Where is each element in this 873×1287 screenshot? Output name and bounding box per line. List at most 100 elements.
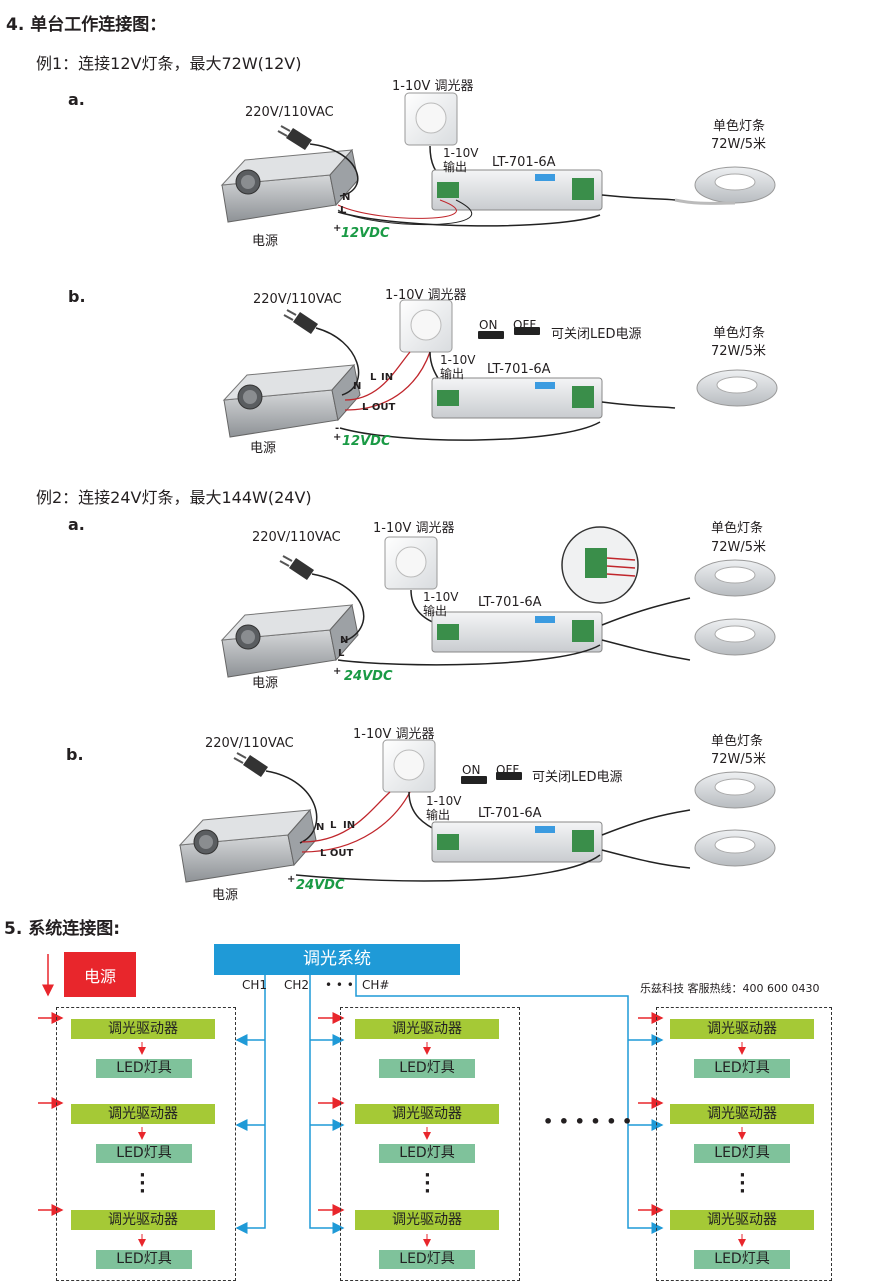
dimming-system-box: 调光系统 — [214, 944, 460, 975]
strip-label-1: 单色灯条 — [711, 734, 764, 749]
switch-note: 可关闭LED电源 — [551, 327, 642, 342]
driver-group — [656, 1007, 832, 1281]
controller-image — [431, 821, 603, 863]
led-strip-image — [696, 369, 778, 407]
vertical-ellipsis: ··· — [139, 1165, 146, 1202]
output-label-2: 输出 — [423, 604, 448, 618]
controller-image — [431, 377, 603, 419]
wire-l: L — [338, 648, 345, 659]
wire-l: L — [370, 372, 377, 383]
model-label: LT-701-6A — [478, 806, 542, 821]
dimming-driver: 调光驱动器 — [670, 1104, 814, 1124]
channel-dots: • • • — [325, 978, 354, 992]
psu-label: 电源 — [252, 234, 279, 249]
ac-label: 220V/110VAC — [253, 292, 342, 307]
led-lamp: LED灯具 — [379, 1144, 475, 1163]
horizontal-ellipsis: • • • • • • — [543, 1112, 633, 1131]
strip-label-1: 单色灯条 — [711, 521, 764, 536]
dc-voltage-label: 24VDC — [296, 878, 345, 893]
dimmer-label: 1-10V 调光器 — [353, 727, 435, 742]
dimming-driver: 调光驱动器 — [71, 1104, 215, 1124]
ac-plug-image — [279, 555, 314, 580]
power-supply-image — [222, 363, 361, 438]
wire-l-out: L OUT — [362, 402, 396, 413]
output-label-1: 1-10V — [426, 794, 462, 808]
driver-group — [340, 1007, 520, 1281]
dimming-driver: 调光驱动器 — [670, 1019, 814, 1039]
switch-note: 可关闭LED电源 — [532, 770, 623, 785]
psu-label: 电源 — [212, 888, 239, 903]
section4-title: 4. 单台工作连接图： — [6, 15, 167, 35]
channel-n-label: CH# — [362, 978, 390, 992]
dimmer-label: 1-10V 调光器 — [392, 79, 474, 94]
hotline-text: 乐兹科技 客服热线：400 600 0430 — [640, 982, 820, 995]
diagram-2a — [220, 526, 776, 678]
wire-minus: - — [335, 423, 340, 434]
strip-label-2: 72W/5米 — [711, 540, 767, 555]
led-strip-image — [694, 829, 776, 867]
wire-n: N — [340, 635, 349, 646]
ac-label: 220V/110VAC — [245, 105, 334, 120]
output-label-2: 输出 — [443, 160, 468, 174]
model-label: LT-701-6A — [487, 362, 551, 377]
wire-n: N — [342, 192, 351, 203]
switch-off-icon — [514, 327, 540, 335]
ac-label: 220V/110VAC — [205, 736, 294, 751]
vertical-ellipsis: ··· — [739, 1165, 746, 1202]
terminal-closeup-image — [561, 526, 639, 604]
power-source-box: 电源 — [64, 952, 136, 997]
wire-plus: + — [333, 223, 342, 234]
led-lamp: LED灯具 — [694, 1059, 790, 1078]
strip-label-2: 72W/5米 — [711, 137, 767, 152]
output-label-1: 1-10V — [423, 590, 459, 604]
label-2a: a. — [68, 515, 85, 534]
output-label-2: 输出 — [440, 367, 465, 381]
switch-off-icon — [496, 772, 522, 780]
controller-image — [431, 611, 603, 653]
wire-plus: + — [287, 874, 296, 885]
channel-2-label: CH2 — [284, 978, 310, 992]
strip-label-1: 单色灯条 — [713, 326, 766, 341]
dimming-driver: 调光驱动器 — [71, 1019, 215, 1039]
power-supply-image — [220, 603, 359, 678]
dimming-driver: 调光驱动器 — [670, 1210, 814, 1230]
ac-plug-image — [283, 309, 318, 334]
controller-image — [431, 169, 603, 211]
output-label-1: 1-10V — [440, 353, 476, 367]
strip-label-1: 单色灯条 — [713, 119, 766, 134]
psu-label: 电源 — [250, 441, 277, 456]
section5-title: 5. 系统连接图: — [4, 919, 121, 939]
model-label: LT-701-6A — [492, 155, 556, 170]
ac-label: 220V/110VAC — [252, 530, 341, 545]
wire-n: N — [353, 381, 362, 392]
ac-plug-image — [277, 125, 312, 150]
wire-l: L — [330, 820, 337, 831]
ac-plug-image — [233, 752, 268, 777]
power-supply-image — [220, 148, 359, 223]
dimming-driver: 调光驱动器 — [355, 1210, 499, 1230]
led-lamp: LED灯具 — [96, 1059, 192, 1078]
label-1b: b. — [68, 287, 86, 306]
model-label: LT-701-6A — [478, 595, 542, 610]
switch-on-icon — [461, 776, 487, 784]
led-lamp: LED灯具 — [96, 1250, 192, 1269]
label-1a: a. — [68, 90, 85, 109]
diagram-2b — [178, 739, 776, 883]
led-strip-image — [694, 559, 776, 597]
wire-plus: + — [333, 432, 342, 443]
wire-in: IN — [381, 372, 394, 383]
power-supply-image — [178, 808, 317, 883]
dc-voltage-label: 12VDC — [341, 226, 390, 241]
diagram-1b — [222, 299, 778, 441]
led-lamp: LED灯具 — [694, 1250, 790, 1269]
strip-label-2: 72W/5米 — [711, 344, 767, 359]
dc-voltage-label: 12VDC — [342, 434, 391, 449]
wire-n: N — [316, 822, 325, 833]
strip-label-2: 72W/5米 — [711, 752, 767, 767]
dimming-driver: 调光驱动器 — [71, 1210, 215, 1230]
dimmer-label: 1-10V 调光器 — [385, 288, 467, 303]
wire-plus: + — [333, 666, 342, 677]
led-lamp: LED灯具 — [379, 1250, 475, 1269]
dimmer-label: 1-10V 调光器 — [373, 521, 455, 536]
led-strip-image — [674, 166, 776, 205]
